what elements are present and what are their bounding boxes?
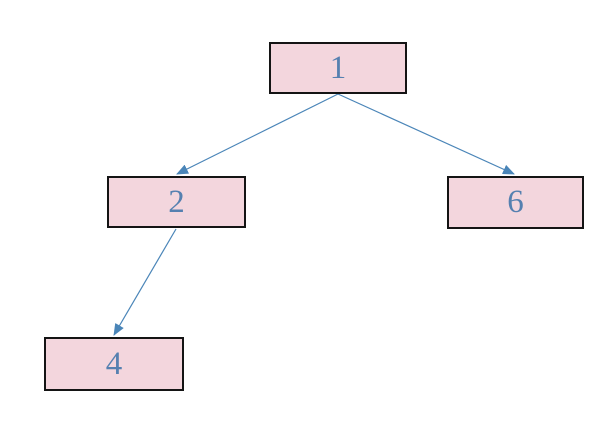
node-label: 2 bbox=[168, 183, 185, 220]
node-label: 6 bbox=[507, 184, 524, 220]
tree-edge-1-to-2 bbox=[176, 93, 339, 175]
tree-node-4[interactable]: 4 bbox=[44, 337, 184, 391]
tree-node-2[interactable]: 2 bbox=[107, 176, 246, 228]
tree-edge-2-to-4 bbox=[113, 228, 177, 336]
tree-edge-1-to-6 bbox=[337, 93, 515, 175]
tree-node-6[interactable]: 6 bbox=[447, 176, 584, 229]
node-label: 4 bbox=[105, 345, 123, 382]
node-label: 1 bbox=[329, 49, 347, 86]
tree-node-1[interactable]: 1 bbox=[269, 42, 407, 94]
